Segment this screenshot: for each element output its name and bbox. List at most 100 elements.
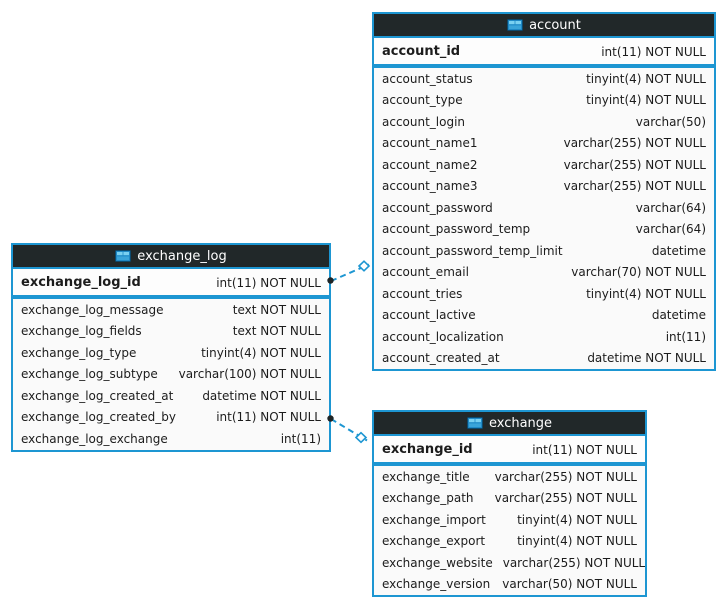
primary-key-row[interactable]: account_id int(11) NOT NULL xyxy=(374,38,714,64)
table-row[interactable]: account_password_temp_limit datetime xyxy=(374,240,714,262)
table-row[interactable]: account_email varchar(70) NOT NULL xyxy=(374,261,714,283)
table-row[interactable]: exchange_log_type tinyint(4) NOT NULL xyxy=(13,342,329,364)
section-separator xyxy=(374,462,645,466)
column-type: int(11) NOT NULL xyxy=(601,44,706,59)
column-type: datetime xyxy=(651,243,706,258)
table-header[interactable]: account xyxy=(374,14,714,38)
table-row[interactable]: exchange_log_created_by int(11) NOT NULL xyxy=(13,406,329,428)
column-type: datetime NOT NULL xyxy=(587,351,706,366)
table-row[interactable]: exchange_path varchar(255) NOT NULL xyxy=(374,487,645,509)
relationship-exchange-log-to-account[interactable] xyxy=(327,260,371,284)
column-name: account_password_temp_limit xyxy=(382,243,563,258)
column-name: exchange_id xyxy=(382,442,473,457)
table-row[interactable]: account_login varchar(50) xyxy=(374,111,714,133)
table-icon xyxy=(507,19,524,31)
column-type: tinyint(4) NOT NULL xyxy=(517,534,637,549)
column-name: exchange_log_message xyxy=(21,302,164,317)
column-type: tinyint(4) NOT NULL xyxy=(517,512,637,527)
relationship-diamond-icon xyxy=(354,431,368,444)
column-type: tinyint(4) NOT NULL xyxy=(586,286,706,301)
column-name: exchange_log_exchange xyxy=(21,431,168,446)
table-row[interactable]: account_name3 varchar(255) NOT NULL xyxy=(374,175,714,197)
column-type: varchar(50) xyxy=(635,114,706,129)
table-row[interactable]: exchange_website varchar(255) NOT NULL xyxy=(374,552,645,574)
column-name: exchange_log_type xyxy=(21,345,137,360)
column-type: int(11) NOT NULL xyxy=(532,442,637,457)
column-name: account_name3 xyxy=(382,179,478,194)
column-type: varchar(255) NOT NULL xyxy=(494,491,637,506)
table-row[interactable]: account_name1 varchar(255) NOT NULL xyxy=(374,132,714,154)
table-header[interactable]: exchange xyxy=(374,412,645,436)
relationship-line[interactable] xyxy=(330,418,368,442)
table-icon xyxy=(466,417,483,429)
column-name: exchange_export xyxy=(382,534,486,549)
column-name: exchange_website xyxy=(382,555,493,570)
table-header[interactable]: exchange_log xyxy=(13,245,329,269)
column-type: varchar(255) NOT NULL xyxy=(563,136,706,151)
table-row[interactable]: account_tries tinyint(4) NOT NULL xyxy=(374,283,714,305)
table-account[interactable]: account account_id int(11) NOT NULL acco… xyxy=(372,12,716,371)
column-type: int(11) xyxy=(280,431,321,446)
section-separator xyxy=(13,295,329,299)
column-type: tinyint(4) NOT NULL xyxy=(201,345,321,360)
section-separator xyxy=(374,64,714,68)
table-row[interactable]: exchange_title varchar(255) NOT NULL xyxy=(374,466,645,488)
column-name: account_status xyxy=(382,71,473,86)
table-row[interactable]: account_lactive datetime xyxy=(374,304,714,326)
column-name: account_tries xyxy=(382,286,463,301)
column-type: varchar(255) NOT NULL xyxy=(502,555,646,570)
column-type: tinyint(4) NOT NULL xyxy=(586,93,706,108)
column-name: account_password_temp xyxy=(382,222,531,237)
table-row[interactable]: exchange_version varchar(50) NOT NULL xyxy=(374,573,645,595)
table-row[interactable]: account_created_at datetime NOT NULL xyxy=(374,347,714,369)
column-type: varchar(64) xyxy=(635,200,706,215)
column-type: varchar(255) NOT NULL xyxy=(563,157,706,172)
column-list: exchange_log_message text NOT NULL excha… xyxy=(13,299,329,450)
table-row[interactable]: exchange_log_exchange int(11) xyxy=(13,428,329,450)
column-name: account_name1 xyxy=(382,136,478,151)
table-row[interactable]: exchange_log_fields text NOT NULL xyxy=(13,320,329,342)
table-row[interactable]: exchange_log_subtype varchar(100) NOT NU… xyxy=(13,363,329,385)
column-type: tinyint(4) NOT NULL xyxy=(586,71,706,86)
column-name: exchange_log_subtype xyxy=(21,367,158,382)
table-row[interactable]: exchange_export tinyint(4) NOT NULL xyxy=(374,530,645,552)
column-name: exchange_path xyxy=(382,491,474,506)
primary-key-row[interactable]: exchange_id int(11) NOT NULL xyxy=(374,436,645,462)
column-name: account_id xyxy=(382,44,461,59)
table-title: exchange xyxy=(488,415,553,431)
table-row[interactable]: account_localization int(11) xyxy=(374,326,714,348)
column-type: int(11) NOT NULL xyxy=(216,275,321,290)
column-name: account_name2 xyxy=(382,157,478,172)
column-list: account_status tinyint(4) NOT NULL accou… xyxy=(374,68,714,369)
column-type: datetime NOT NULL xyxy=(202,388,321,403)
table-row[interactable]: account_name2 varchar(255) NOT NULL xyxy=(374,154,714,176)
column-type: int(11) NOT NULL xyxy=(216,410,321,425)
column-name: exchange_log_created_by xyxy=(21,410,176,425)
column-type: text NOT NULL xyxy=(232,302,321,317)
column-name: account_created_at xyxy=(382,351,500,366)
column-name: exchange_log_id xyxy=(21,275,141,290)
table-row[interactable]: exchange_log_message text NOT NULL xyxy=(13,299,329,321)
relationship-diamond-icon xyxy=(357,260,371,272)
column-type: varchar(255) NOT NULL xyxy=(563,179,706,194)
table-row[interactable]: account_password varchar(64) xyxy=(374,197,714,219)
table-row[interactable]: account_status tinyint(4) NOT NULL xyxy=(374,68,714,90)
table-row[interactable]: exchange_import tinyint(4) NOT NULL xyxy=(374,509,645,531)
column-name: account_type xyxy=(382,93,463,108)
column-name: exchange_log_created_at xyxy=(21,388,174,403)
table-exchange-log[interactable]: exchange_log exchange_log_id int(11) NOT… xyxy=(11,243,331,452)
column-name: exchange_import xyxy=(382,512,486,527)
table-icon xyxy=(115,250,132,262)
table-row[interactable]: account_password_temp varchar(64) xyxy=(374,218,714,240)
table-exchange[interactable]: exchange exchange_id int(11) NOT NULL ex… xyxy=(372,410,647,597)
table-row[interactable]: exchange_log_created_at datetime NOT NUL… xyxy=(13,385,329,407)
table-row[interactable]: account_type tinyint(4) NOT NULL xyxy=(374,89,714,111)
relationship-line[interactable] xyxy=(330,263,370,282)
column-name: account_localization xyxy=(382,329,504,344)
column-name: account_login xyxy=(382,114,466,129)
column-name: exchange_log_fields xyxy=(21,324,142,339)
column-name: account_lactive xyxy=(382,308,476,323)
column-type: varchar(255) NOT NULL xyxy=(494,469,637,484)
relationship-exchange-log-to-exchange[interactable] xyxy=(327,415,368,444)
primary-key-row[interactable]: exchange_log_id int(11) NOT NULL xyxy=(13,269,329,295)
